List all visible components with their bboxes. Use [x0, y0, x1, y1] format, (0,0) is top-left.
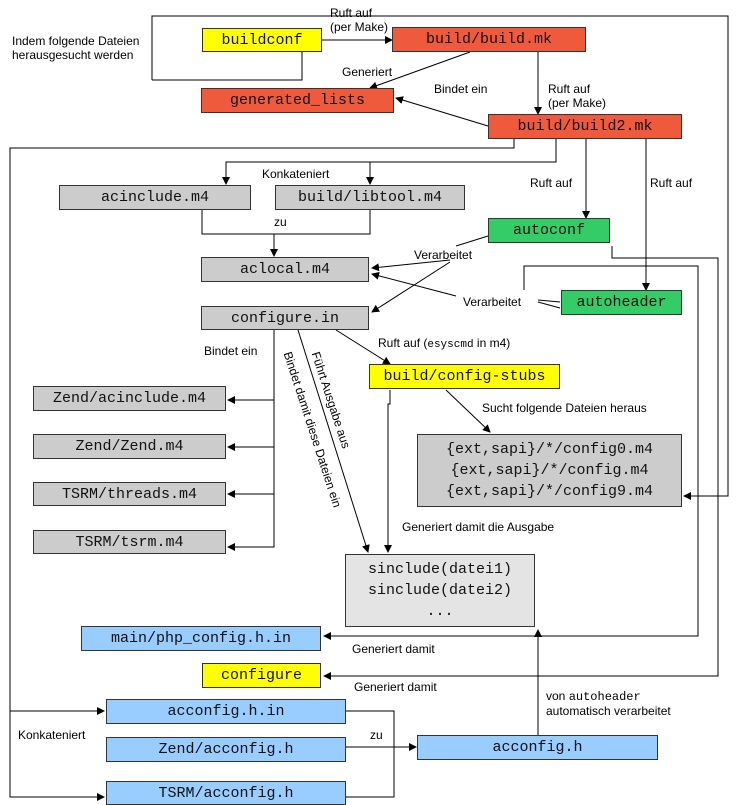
per-make-line: (per Make)	[330, 20, 389, 34]
ruft-auf-line: Ruft auf	[330, 6, 373, 20]
tsrm-m4-box: TSRM/tsrm.m4	[33, 530, 226, 554]
konkateniert-top-label: Konkateniert	[262, 167, 330, 181]
tsrm-threads-box: TSRM/threads.m4	[33, 482, 226, 506]
zend-acinclude-box: Zend/acinclude.m4	[33, 386, 226, 411]
generiert-damit-label-2: Generiert damit	[354, 680, 437, 694]
config-file-line: {ext,sapi}/*/config.m4	[450, 462, 649, 479]
sinclude-box: sinclude(datei1) sinclude(datei2) ...	[345, 554, 535, 627]
zend-m4-box: Zend/Zend.m4	[33, 434, 226, 459]
build-mk-box: build/build.mk	[392, 27, 586, 52]
autoheader-code: autoheader	[568, 690, 641, 704]
autoheader-box: autoheader	[561, 290, 682, 315]
build2-mk-box: build/build2.mk	[488, 114, 682, 139]
config-file-line: {ext,sapi}/*/config0.m4	[445, 441, 654, 458]
config-stubs-box: build/config-stubs	[369, 364, 560, 389]
config-file-line: {ext,sapi}/*/config9.m4	[445, 483, 654, 500]
ruft-auf-line: Ruft auf	[548, 82, 591, 96]
generiert-damit-label-1: Generiert damit	[352, 642, 435, 656]
indem-line-1: Indem folgende Dateien	[12, 34, 140, 48]
bindet-ein-top-label: Bindet ein	[434, 82, 488, 96]
autoconf-box: autoconf	[488, 218, 610, 243]
sinclude-line: ...	[426, 603, 454, 620]
konkateniert-bottom-label: Konkateniert	[18, 728, 86, 742]
esyscmd-code: esyscmd	[427, 339, 474, 351]
ruft-auf-esyscmd-label: Ruft auf (esyscmd in m4)	[378, 336, 510, 352]
sinclude-line: sinclude(datei1)	[367, 561, 513, 578]
automatisch-text: automatisch verarbeitet	[546, 704, 671, 718]
generiert-ausgabe-label: Generiert damit die Ausgabe	[402, 520, 555, 534]
acconfig-h-box: acconfig.h	[417, 735, 658, 760]
ruft-auf-autoheader-label: Ruft auf	[650, 176, 693, 190]
von-autoheader-label: von autoheader automatisch verarbeitet	[546, 689, 671, 718]
ruft-auf-make-label-2: Ruft auf (per Make)	[548, 82, 606, 110]
aclocal-box: aclocal.m4	[201, 257, 369, 282]
in-m4-text: in m4)	[473, 336, 511, 350]
verarbeitet-label-2: Verarbeitet	[463, 295, 522, 309]
zu-bottom-label: zu	[370, 728, 383, 742]
verarbeitet-label-1: Verarbeitet	[414, 248, 473, 262]
indem-line-2: herausgesucht werden	[12, 48, 134, 62]
generiert-label: Generiert	[342, 65, 393, 79]
buildconf-box: buildconf	[202, 28, 322, 52]
configure-box: configure	[202, 663, 321, 688]
sinclude-line: sinclude(datei2)	[367, 582, 513, 599]
zu-top-label: zu	[274, 215, 287, 229]
ruft-auf-text: Ruft auf (	[378, 336, 428, 350]
zend-acconfig-box: Zend/acconfig.h	[106, 737, 346, 762]
von-text: von	[546, 689, 569, 703]
generated-lists-box: generated_lists	[201, 88, 394, 113]
ruft-auf-autoconf-label: Ruft auf	[530, 176, 573, 190]
config-files-box: {ext,sapi}/*/config0.m4 {ext,sapi}/*/con…	[417, 434, 682, 507]
acconfig-in-box: acconfig.h.in	[106, 699, 346, 724]
ruft-auf-make-label-1: Ruft auf (per Make)	[330, 6, 388, 34]
configure-in-box: configure.in	[201, 306, 369, 330]
per-make-line: (per Make)	[548, 96, 607, 110]
bindet-ein-mid-label: Bindet ein	[204, 344, 258, 358]
acinclude-box: acinclude.m4	[59, 185, 251, 210]
libtool-box: build/libtool.m4	[275, 185, 465, 210]
indem-label: Indem folgende Dateien herausgesucht wer…	[12, 34, 139, 62]
tsrm-acconfig-box: TSRM/acconfig.h	[106, 781, 346, 805]
php-config-box: main/php_config.h.in	[81, 626, 321, 651]
sucht-label: Sucht folgende Dateien heraus	[482, 401, 647, 415]
